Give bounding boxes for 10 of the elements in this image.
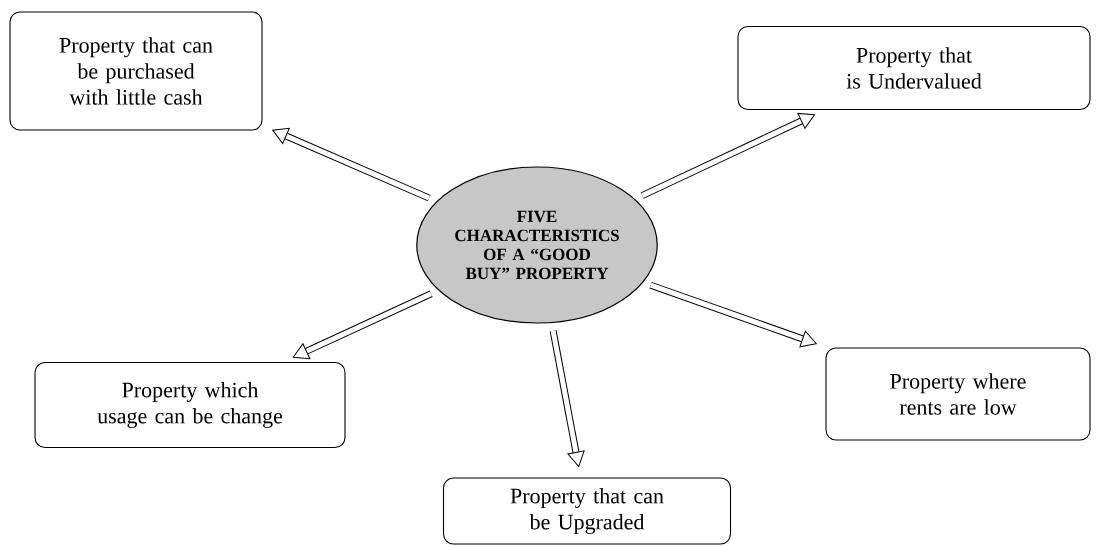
arrow <box>292 290 433 360</box>
arrow <box>640 112 816 199</box>
property-box: Property which usage can be change <box>34 361 346 449</box>
arrow <box>272 127 431 202</box>
property-box: Property that can be purchased with little cash <box>9 11 263 131</box>
property-box: Property that can be Upgraded <box>442 477 732 545</box>
arrow <box>649 281 817 348</box>
property-box: Property where rents are low <box>825 347 1091 441</box>
arrow <box>549 330 585 468</box>
property-box: Property that is Undervalued <box>737 25 1091 111</box>
